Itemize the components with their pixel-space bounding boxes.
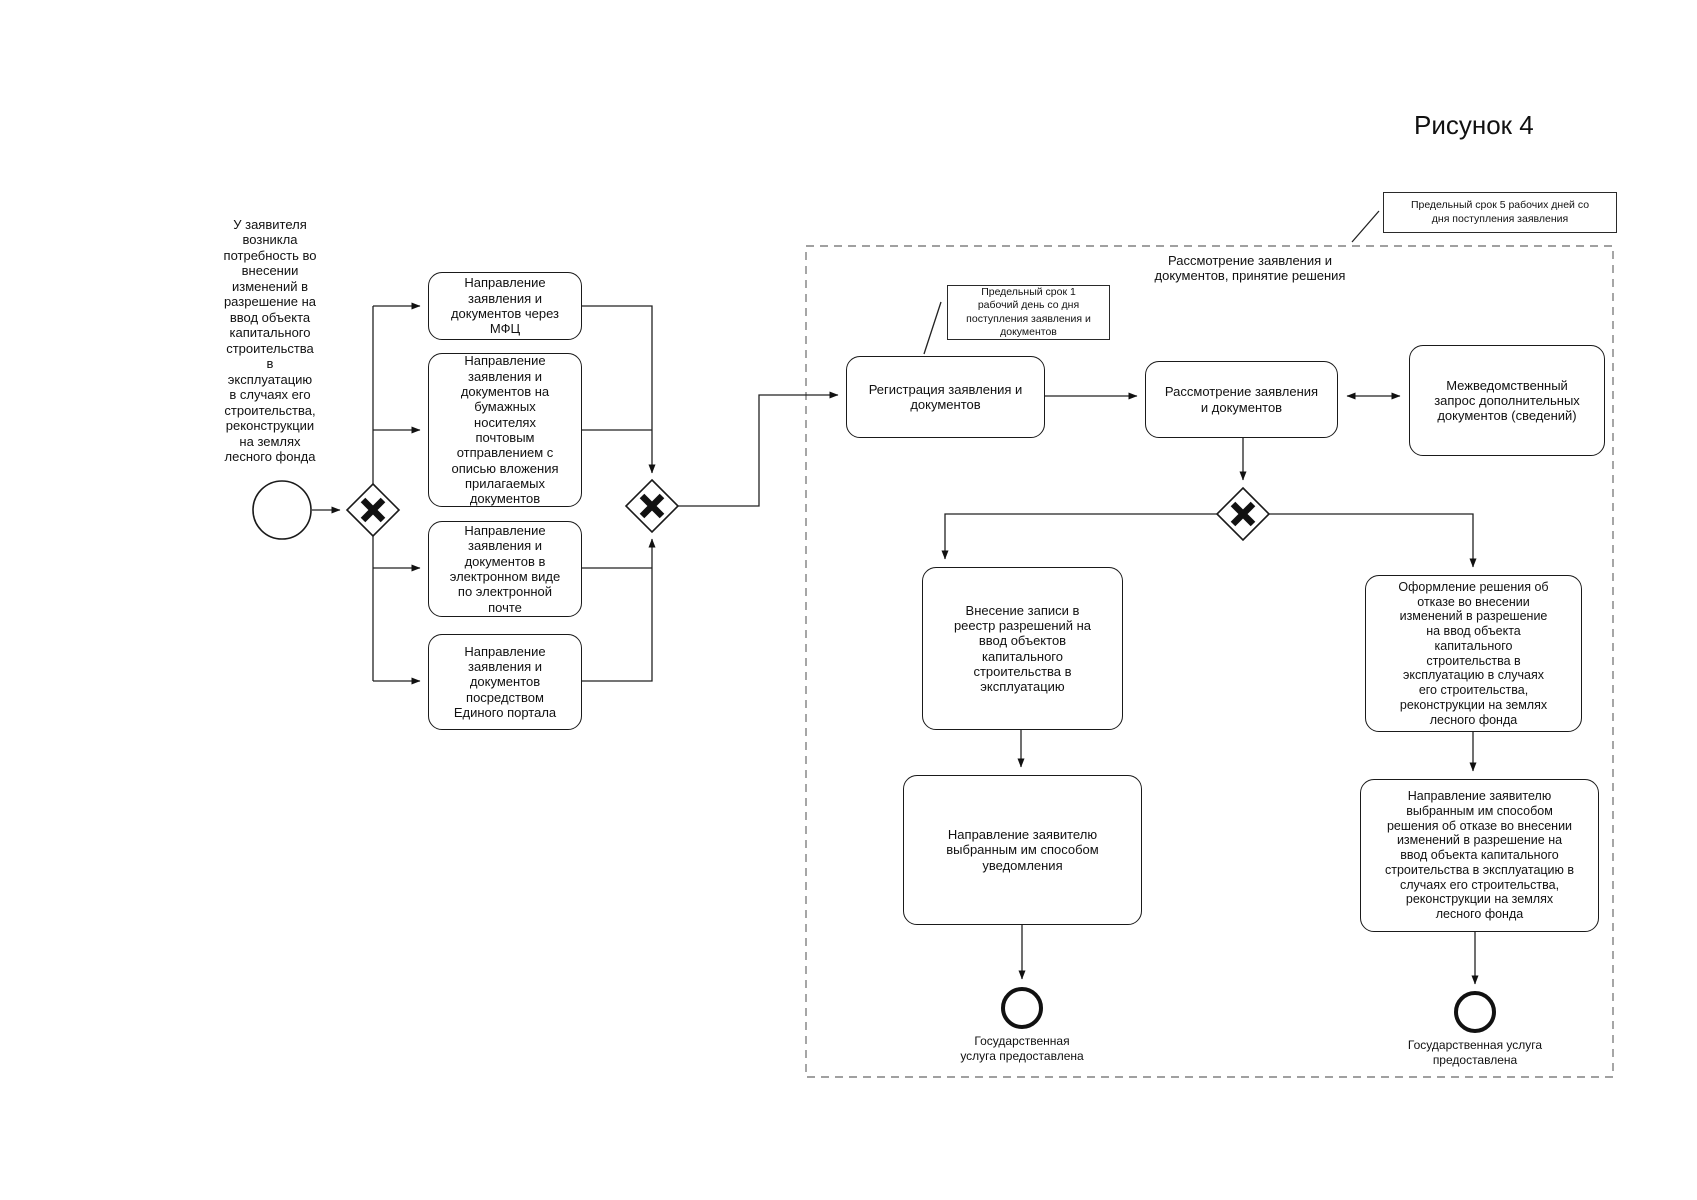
subprocess-title: Рассмотрение заявления и документов, при…: [1154, 253, 1346, 284]
annotation-connector-registration: [923, 301, 942, 355]
flow-gateway3-to-register-entry: [941, 513, 1217, 560]
subprocess-boundary: [805, 245, 1614, 1078]
figure-title: Рисунок 4: [1414, 110, 1534, 140]
task-notify-approval: Направление заявителю выбранным им спосо…: [903, 775, 1142, 925]
end-event-circle-left: [1001, 987, 1043, 1029]
task-send-via-mfc: Направление заявления и документов через…: [428, 272, 582, 340]
end-event-label-right: Государственная услуга предоставлена: [1407, 1038, 1543, 1067]
task-review: Рассмотрение заявления и документов: [1145, 361, 1338, 438]
annotation-connector-overall: [1351, 210, 1380, 243]
task-send-portal: Направление заявления и документов посре…: [428, 634, 582, 730]
flow-gateway2-to-registration: [678, 391, 839, 507]
task-send-email: Направление заявления и документов в эле…: [428, 521, 582, 617]
task-refusal-decision: Оформление решения об отказе во внесении…: [1365, 575, 1582, 732]
start-annotation-text: У заявителя возникла потребность во внес…: [223, 217, 317, 465]
gateway-x-icon: [639, 493, 665, 519]
note-deadline-overall: Предельный срок 5 рабочих дней со дня по…: [1383, 192, 1617, 233]
flow-portal-to-gateway2: [582, 538, 656, 682]
start-event-circle: [252, 480, 312, 540]
flow-mfc-to-gateway2: [582, 305, 656, 474]
end-event-circle-right: [1454, 991, 1496, 1033]
gateway-x-icon: [360, 497, 386, 523]
gateway-x-icon: [1230, 501, 1256, 527]
gateway-decision: [1215, 486, 1271, 542]
task-notify-refusal: Направление заявителю выбранным им спосо…: [1360, 779, 1599, 932]
gateway-merge-submission: [624, 478, 680, 534]
task-register-entry: Внесение записи в реестр разрешений на в…: [922, 567, 1123, 730]
task-send-paper-mail: Направление заявления и документов на бу…: [428, 353, 582, 507]
end-event-label-left: Государственная услуга предоставлена: [960, 1034, 1084, 1063]
note-deadline-registration: Предельный срок 1 рабочий день со дня по…: [947, 285, 1110, 340]
task-interagency-request: Межведомственный запрос дополнительных д…: [1409, 345, 1605, 456]
gateway-split-submission: [345, 482, 401, 538]
flow-gateway3-to-refusal-decision: [1269, 513, 1477, 568]
task-registration: Регистрация заявления и документов: [846, 356, 1045, 438]
